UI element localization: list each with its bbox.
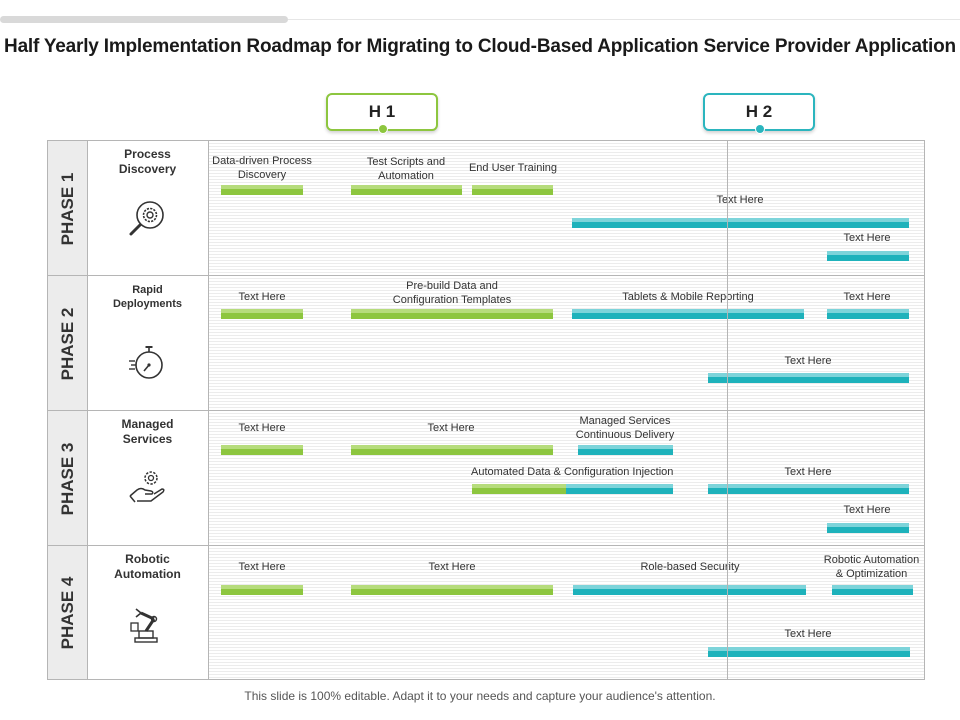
- task-label: Text Here: [427, 422, 475, 434]
- task-label: Text Here: [784, 355, 832, 367]
- phase-4-lane: Text Here Text Here Role-based Security …: [209, 546, 924, 679]
- phase-2-name-cell: Rapid Deployments: [88, 276, 209, 411]
- task-label: Role-based Security: [640, 561, 740, 573]
- task-bar: [221, 309, 303, 319]
- phase-2-lane: Text Here Pre-build Data and Configurati…: [209, 276, 924, 411]
- task-bar: [221, 185, 303, 195]
- task-bar: [351, 445, 553, 455]
- page-title: Half Yearly Implementation Roadmap for M…: [4, 36, 956, 57]
- task-bar: [572, 309, 804, 319]
- phase-2-cell: PHASE 2: [48, 276, 88, 411]
- task-label: Text Here: [238, 291, 286, 303]
- task-label: End User Training: [468, 162, 558, 174]
- h2-label: H 2: [745, 102, 773, 121]
- phase-3-lane: Text Here Text Here Managed Services Con…: [209, 411, 924, 546]
- phase-1-lane: Data-driven Process Discovery Test Scrip…: [209, 141, 924, 276]
- phase-3-label: PHASE 3: [57, 442, 77, 515]
- phase-4-label: PHASE 4: [57, 576, 77, 649]
- task-bar: [827, 251, 909, 261]
- h1-header: H 1: [326, 93, 438, 134]
- task-bar: [472, 484, 566, 494]
- task-label: Text Here: [843, 291, 891, 303]
- task-bar: [566, 484, 673, 494]
- task-label: Robotic Automation & Optimization: [823, 554, 920, 580]
- task-bar: [827, 309, 909, 319]
- phase-3-name-cell: Managed Services: [88, 411, 209, 546]
- phase-4-name: Robotic Automation: [114, 552, 181, 581]
- task-bar: [572, 218, 909, 228]
- task-label: Text Here: [843, 232, 891, 244]
- task-bar: [351, 309, 553, 319]
- task-label: Automated Data & Configuration Injection: [471, 466, 674, 478]
- top-divider: [288, 19, 960, 20]
- search-gear-icon: [129, 201, 164, 236]
- task-label: Text Here: [843, 504, 891, 516]
- task-label: Text Here: [428, 561, 476, 573]
- task-label: Text Here: [784, 628, 832, 640]
- half-divider: [727, 141, 728, 679]
- phase-1-name: Process Discovery: [118, 147, 177, 176]
- task-bar: [351, 585, 553, 595]
- task-bar: [573, 585, 806, 595]
- phase-4-cell: PHASE 4: [48, 546, 88, 679]
- task-bar: [221, 585, 303, 595]
- task-bar: [827, 523, 909, 533]
- task-bar: [221, 445, 303, 455]
- footer-note: This slide is 100% editable. Adapt it to…: [244, 689, 716, 703]
- task-label: Test Scripts and Automation: [366, 156, 446, 182]
- task-label: Pre-build Data and Configuration Templat…: [392, 280, 512, 306]
- stopwatch-icon: [129, 346, 163, 379]
- hand-gear-icon: [129, 471, 165, 503]
- task-bar: [708, 647, 910, 657]
- task-label: Managed Services Continuous Delivery: [575, 415, 675, 441]
- task-label: Text Here: [784, 466, 832, 478]
- task-label: Tablets & Mobile Reporting: [622, 291, 754, 303]
- phase-4-name-cell: Robotic Automation: [88, 546, 209, 679]
- h1-label: H 1: [368, 102, 396, 121]
- phase-1-label: PHASE 1: [57, 172, 77, 245]
- h2-connector-dot: [755, 124, 765, 134]
- phase-1-name-cell: Process Discovery: [88, 141, 209, 276]
- roadmap-table: PHASE 1 Process Discovery Data-driven Pr…: [47, 140, 925, 680]
- phase-2-name: Rapid Deployments: [112, 284, 183, 310]
- task-bar: [578, 445, 673, 455]
- task-bar: [708, 484, 909, 494]
- robot-arm-icon: [130, 608, 158, 643]
- phase-1-cell: PHASE 1: [48, 141, 88, 276]
- progress-bar-decoration: [0, 16, 288, 23]
- task-label: Text Here: [238, 561, 286, 573]
- row-divider: [48, 410, 924, 411]
- row-divider: [48, 275, 924, 276]
- phase-2-label: PHASE 2: [57, 307, 77, 380]
- h2-header: H 2: [703, 93, 815, 134]
- task-label: Text Here: [716, 194, 764, 206]
- task-label: Data-driven Process Discovery: [212, 155, 312, 181]
- row-divider: [48, 545, 924, 546]
- phase-3-cell: PHASE 3: [48, 411, 88, 546]
- task-bar: [472, 185, 553, 195]
- task-bar: [832, 585, 913, 595]
- phase-3-name: Managed Services: [121, 417, 174, 446]
- task-label: Text Here: [238, 422, 286, 434]
- h1-connector-dot: [378, 124, 388, 134]
- task-bar: [351, 185, 462, 195]
- task-bar: [708, 373, 909, 383]
